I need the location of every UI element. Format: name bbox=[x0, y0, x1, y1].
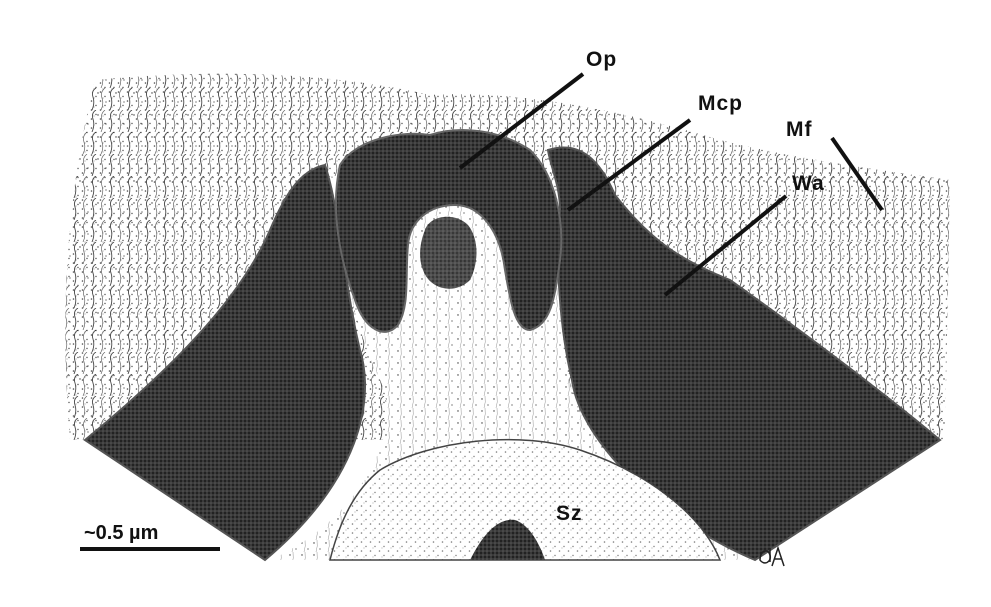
inner-plug bbox=[420, 217, 476, 289]
label-wa: Wa bbox=[792, 172, 825, 196]
label-mf: Mf bbox=[786, 118, 813, 142]
scale-bar-text: ~0.5 µm bbox=[84, 522, 158, 545]
signature-mark bbox=[760, 548, 784, 566]
label-op: Op bbox=[586, 48, 617, 72]
label-sz: Sz bbox=[556, 502, 583, 526]
label-mcp: Mcp bbox=[698, 92, 743, 116]
